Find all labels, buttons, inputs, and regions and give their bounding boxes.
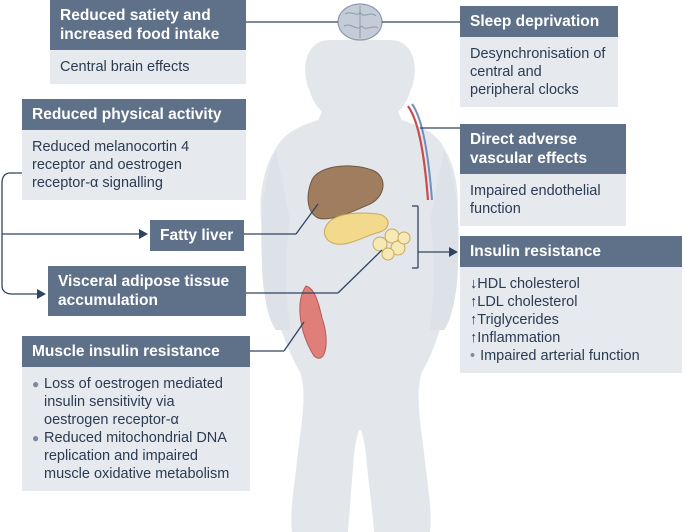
satiety-title: Reduced satiety and increased food intak…: [50, 0, 246, 50]
vascular-title: Direct adverse vascular effects: [460, 124, 626, 174]
physical-activity-title: Reduced physical activity: [22, 99, 246, 130]
sleep-body: Desynchronisation of central and periphe…: [460, 37, 618, 107]
insulin-item: ↑LDL cholesterol: [470, 294, 578, 310]
up-arrow-icon: ↑: [470, 312, 478, 328]
physical-activity-body: Reduced melanocortin 4 receptor and oest…: [22, 130, 246, 200]
adipose-tissue-icon: [372, 228, 411, 261]
blood-vessel-icon: [407, 103, 433, 201]
insulin-item: ↑Triglycerides: [470, 312, 559, 328]
fatty-liver-title: Fatty liver: [150, 220, 244, 251]
muscle-bullet: ● Loss of oestrogen mediated insulin sen…: [32, 375, 240, 429]
vascular-body: Impaired endothelial function: [460, 174, 626, 226]
physical-activity-box: Reduced physical activity Reduced melano…: [22, 99, 246, 200]
visceral-adipose-box: Visceral adipose tissue accumulation: [48, 266, 246, 316]
satiety-body: Central brain effects: [50, 50, 246, 84]
muscle-bullet-text: Reduced mitochondrial DNA replication an…: [44, 430, 230, 482]
bullet-icon: ●: [32, 377, 40, 391]
muscle-insulin-box: Muscle insulin resistance ● Loss of oest…: [22, 336, 250, 491]
sleep-title: Sleep deprivation: [460, 6, 618, 37]
bullet-icon: •: [470, 348, 476, 364]
muscle-bullet: ● Reduced mitochondrial DNA replication …: [32, 429, 240, 483]
insulin-item: ↑Inflammation: [470, 330, 561, 346]
brain-icon: [337, 3, 383, 41]
fatty-liver-box: Fatty liver: [150, 220, 244, 251]
up-arrow-icon: ↑: [470, 330, 478, 346]
liver-icon: [307, 165, 384, 220]
down-arrow-icon: ↓: [470, 276, 478, 292]
satiety-box: Reduced satiety and increased food intak…: [50, 0, 246, 84]
vascular-box: Direct adverse vascular effects Impaired…: [460, 124, 626, 226]
up-arrow-icon: ↑: [470, 294, 478, 310]
pancreas-icon: [323, 212, 389, 245]
insulin-resistance-box: Insulin resistance ↓HDL cholesterol ↑LDL…: [460, 236, 682, 373]
insulin-item: ↓HDL cholesterol: [470, 276, 580, 292]
connectors: [1, 21, 460, 352]
insulin-item: •Impaired arterial function: [470, 348, 640, 364]
visceral-adipose-title: Visceral adipose tissue accumulation: [48, 266, 246, 316]
arrowheads: [37, 229, 458, 299]
insulin-resistance-title: Insulin resistance: [460, 236, 682, 267]
muscle-insulin-title: Muscle insulin resistance: [22, 336, 250, 367]
muscle-insulin-body: ● Loss of oestrogen mediated insulin sen…: [22, 367, 250, 491]
bullet-icon: ●: [32, 431, 40, 445]
muscle-icon: [299, 285, 327, 359]
sleep-box: Sleep deprivation Desynchronisation of c…: [460, 6, 618, 107]
muscle-bullet-text: Loss of oestrogen mediated insulin sensi…: [44, 376, 223, 428]
body-silhouette: [260, 40, 459, 532]
insulin-resistance-body: ↓HDL cholesterol ↑LDL cholesterol ↑Trigl…: [460, 267, 682, 373]
